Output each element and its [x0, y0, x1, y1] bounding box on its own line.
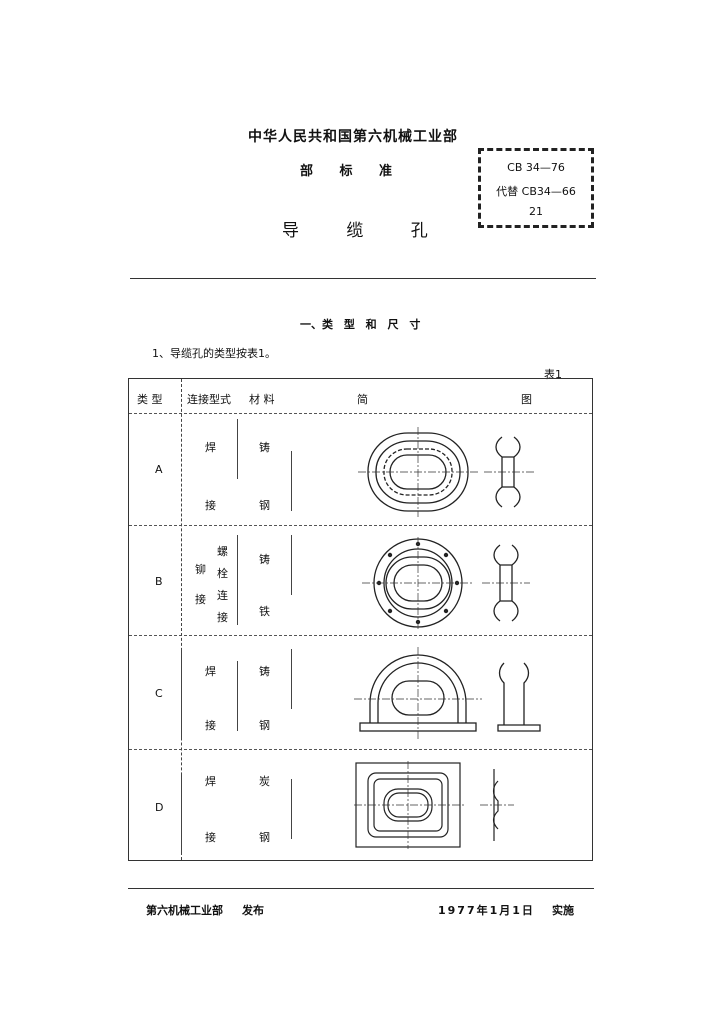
- column-divider: [291, 649, 292, 709]
- row-divider: [129, 749, 592, 750]
- connection-b-e: 铆: [195, 563, 206, 576]
- connection-b-a: 螺: [217, 545, 228, 558]
- material-a-top: 铸: [259, 441, 270, 454]
- connection-c-bottom: 接: [205, 719, 216, 732]
- header-connection: 连接型式: [187, 393, 231, 406]
- row-divider: [129, 525, 592, 526]
- material-b-bottom: 铁: [259, 605, 270, 618]
- column-divider: [237, 419, 238, 479]
- header-diagram-left: 简: [357, 393, 368, 406]
- connection-c-top: 焊: [205, 665, 216, 678]
- material-c-bottom: 钢: [259, 719, 270, 732]
- column-divider: [181, 775, 182, 855]
- footer-divider: [128, 888, 594, 889]
- connection-d-top: 焊: [205, 775, 216, 788]
- implementation-date: 1977年1月1日: [438, 904, 535, 917]
- material-c-top: 铸: [259, 665, 270, 678]
- publisher-name: 第六机械工业部: [146, 904, 223, 917]
- standard-code-box: CB 34—76 代替 CB34—66 21: [478, 148, 594, 228]
- header-type: 类 型: [137, 393, 163, 406]
- types-table: 类 型 连接型式 材 料 简 图 A 焊 接 铸 钢 B 螺 栓 连 接 铆 接…: [128, 378, 593, 861]
- connection-b-d: 接: [217, 611, 228, 624]
- type-c-label: C: [155, 687, 163, 700]
- row-divider: [129, 413, 592, 414]
- material-d-top: 炭: [259, 775, 270, 788]
- type-d-diagram: [354, 761, 514, 849]
- type-b-label: B: [155, 575, 163, 588]
- connection-b-b: 栓: [217, 567, 228, 580]
- standard-code: CB 34—76: [507, 161, 565, 174]
- type-a-label: A: [155, 463, 163, 476]
- header-divider: [130, 278, 596, 279]
- table-label: 表1: [544, 368, 562, 381]
- header-diagram-right: 图: [521, 393, 532, 406]
- connection-a-top: 焊: [205, 441, 216, 454]
- intro-paragraph: 1、导缆孔的类型按表1。: [152, 347, 276, 360]
- connection-b-c: 连: [217, 589, 228, 602]
- type-d-label: D: [155, 801, 164, 814]
- publish-label: 发布: [242, 904, 264, 917]
- section-heading: 一、类 型 和 尺 寸: [300, 318, 421, 331]
- column-divider: [181, 649, 182, 739]
- header-material: 材 料: [249, 393, 275, 406]
- column-divider: [237, 535, 238, 625]
- material-b-top: 铸: [259, 553, 270, 566]
- material-a-bottom: 钢: [259, 499, 270, 512]
- type-a-diagram: [358, 427, 534, 517]
- column-divider: [237, 661, 238, 731]
- column-divider: [291, 535, 292, 595]
- connection-b-f: 接: [195, 593, 206, 606]
- ministry-name: 中华人民共和国第六机械工业部: [248, 129, 458, 145]
- document-title: 导 缆 孔: [282, 221, 428, 241]
- page-number: 21: [529, 205, 543, 218]
- replaces-code: 代替 CB34—66: [496, 185, 576, 198]
- type-c-diagram: [354, 647, 541, 739]
- column-divider: [291, 451, 292, 511]
- implement-label: 实施: [552, 904, 574, 917]
- column-divider: [291, 779, 292, 839]
- column-divider: [181, 379, 182, 860]
- standard-kind: 部 标 准: [300, 164, 393, 179]
- connection-a-bottom: 接: [205, 499, 216, 512]
- row-divider: [129, 635, 592, 636]
- material-d-bottom: 钢: [259, 831, 270, 844]
- connection-d-bottom: 接: [205, 831, 216, 844]
- type-b-diagram: [362, 537, 530, 629]
